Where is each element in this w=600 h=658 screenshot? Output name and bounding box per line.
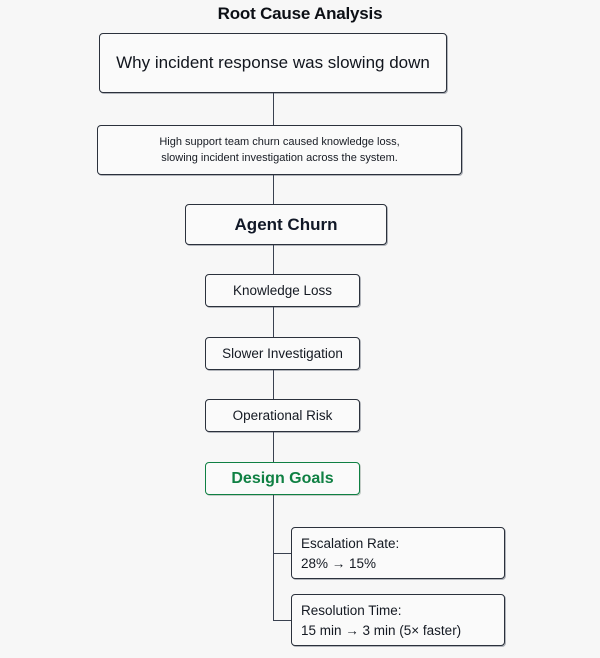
summary-line-2: slowing incident investigation across th… — [161, 152, 398, 164]
page-title: Root Cause Analysis — [217, 4, 383, 23]
question-node-label: Why incident response was slowing down — [116, 53, 430, 72]
connector-step-2-to-step-3 — [273, 370, 274, 399]
summary-line-1: High support team churn caused knowledge… — [159, 136, 400, 148]
chain-node-label: Operational Risk — [232, 408, 333, 423]
connector-question-to-summary — [273, 93, 274, 125]
chain-node-label: Slower Investigation — [222, 346, 343, 361]
design-goals-node-label: Design Goals — [231, 469, 334, 487]
connector-goals-to-metric-1 — [273, 553, 291, 554]
question-node[interactable]: Why incident response was slowing down — [99, 33, 447, 93]
design-goals-node[interactable]: Design Goals — [205, 462, 360, 495]
summary-node-text: High support team churn caused knowledge… — [159, 134, 399, 166]
connector-step-3-to-goals — [273, 432, 274, 462]
metric-name: Escalation Rate: — [301, 536, 400, 551]
connector-goals-to-metric-2 — [273, 620, 291, 621]
connector-summary-to-root-cause — [273, 175, 274, 204]
chain-node-knowledge-loss[interactable]: Knowledge Loss — [205, 274, 360, 307]
root-cause-node[interactable]: Agent Churn — [185, 204, 387, 245]
metric-node-resolution-time[interactable]: Resolution Time: 15 min → 3 min (5× fast… — [291, 594, 505, 646]
chain-node-operational-risk[interactable]: Operational Risk — [205, 399, 360, 432]
connector-goals-trunk — [273, 495, 274, 621]
metric-value: 15 min → 3 min (5× faster) — [301, 623, 462, 638]
connector-root-cause-to-step-1 — [273, 245, 274, 274]
metric-name: Resolution Time: — [301, 603, 402, 618]
chain-node-slower-investigation[interactable]: Slower Investigation — [205, 337, 360, 370]
connector-step-1-to-step-2 — [273, 307, 274, 337]
root-cause-node-label: Agent Churn — [234, 214, 338, 234]
chain-node-label: Knowledge Loss — [232, 283, 333, 298]
metric-value: 28% → 15% — [301, 556, 377, 571]
metric-node-escalation-rate[interactable]: Escalation Rate: 28% → 15% — [291, 527, 505, 579]
summary-node[interactable]: High support team churn caused knowledge… — [97, 125, 462, 175]
